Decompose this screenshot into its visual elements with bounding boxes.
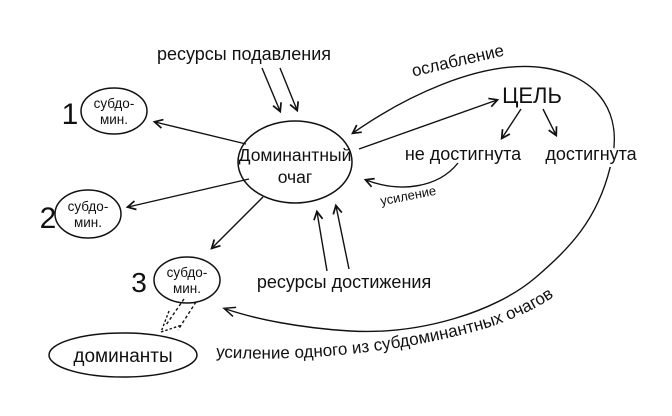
- curve-strengthening: [363, 162, 459, 188]
- arrow-goal-to-not-achieved: [500, 108, 522, 141]
- subdominant-2-number: 2: [40, 202, 57, 235]
- arrow-dominant-to-goal: [358, 97, 500, 150]
- arrow-achievement-2: [332, 203, 350, 270]
- arrow-dominant-to-sub3: [210, 196, 264, 250]
- node-dominants: [48, 332, 198, 378]
- label-goal: ЦЕЛЬ: [502, 83, 562, 108]
- label-arc-strengthening-subdominant: усиление одного из субдоминантных очагов: [216, 284, 557, 363]
- arrow-suppression-2: [279, 67, 300, 113]
- label-achieved: достигнута: [545, 144, 637, 164]
- arrow-dominant-to-sub1: [152, 118, 247, 145]
- label-achievement-resources: ресурсы достижения: [257, 272, 431, 292]
- label-weakening: ослабление: [410, 41, 506, 81]
- node-subdominant-3: [153, 256, 221, 304]
- node-dominant-focus: [237, 120, 353, 204]
- label-suppression-resources: ресурсы подавления: [157, 44, 331, 64]
- arrow-goal-to-achieved: [542, 108, 558, 138]
- arrow-sub3-to-dominants-dashed: [159, 298, 197, 334]
- subdominant-2-label-line2: мин.: [74, 215, 102, 230]
- subdominant-1-label-line2: мин.: [100, 112, 128, 127]
- subdominant-2-label-line1: субдо-: [68, 199, 109, 214]
- node-subdominant-2: [54, 189, 122, 239]
- arrow-achievement-1: [313, 209, 328, 272]
- dominants-label: доминанты: [73, 346, 172, 367]
- arrow-suppression-1: [261, 67, 282, 114]
- subdominant-1-number: 1: [62, 98, 79, 131]
- subdominant-3-label-line2: мин.: [173, 281, 201, 296]
- arc-weakening-strengthening: [222, 65, 615, 333]
- subdominant-3-label-line1: субдо-: [167, 265, 208, 280]
- arrow-dominant-to-sub2: [125, 178, 250, 211]
- dominant-focus-label-line2: очаг: [278, 167, 313, 187]
- subdominant-3-number: 3: [131, 267, 147, 298]
- dominant-focus-label-line1: Доминантный: [239, 145, 352, 165]
- subdominant-1-label-line1: субдо-: [94, 96, 135, 111]
- node-subdominant-1: [80, 87, 148, 135]
- label-not-achieved: не достигнута: [405, 144, 522, 164]
